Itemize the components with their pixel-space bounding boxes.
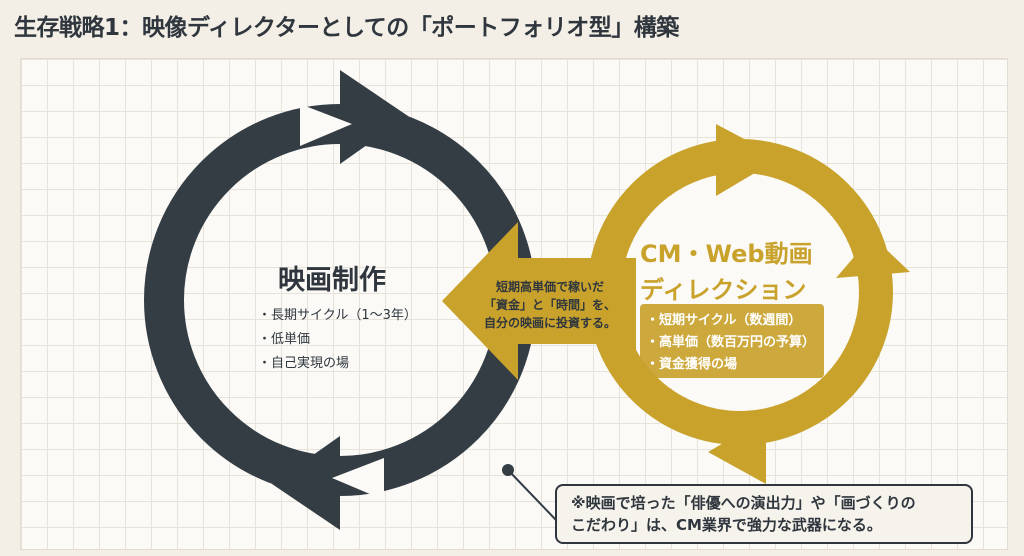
- cm-cycle-item: ・資金獲得の場: [646, 357, 738, 372]
- cm-items-plate: [640, 304, 824, 378]
- film-cycle-arrowhead-bottom-cut: [332, 458, 384, 500]
- flow-arrow-line2: 「資金」と「時間」を、: [483, 298, 616, 312]
- cm-cycle-arrowhead-bottom: [708, 418, 766, 484]
- cm-cycle-item: ・短期サイクル（数週間）: [646, 313, 802, 328]
- film-cycle-item: ・低単価: [258, 332, 311, 347]
- cm-cycle-arrowhead-right: [836, 236, 910, 278]
- film-cycle-list: ・長期サイクル（1〜3年） ・低単価 ・自己実現の場: [258, 304, 417, 376]
- cm-cycle-title-line1: CM・Web動画: [640, 240, 813, 268]
- film-cycle-arrowhead-bottom: [272, 436, 340, 530]
- film-cycle-arrowhead-top-left: [300, 104, 352, 146]
- note-box: ※映画で培った「俳優への演出力」や「画づくりの こだわり」は、CM業界で強力な武…: [555, 484, 973, 544]
- flow-arrow-text: 短期高単価で稼いだ 「資金」と「時間」を、 自分の映画に投資する。: [472, 278, 628, 332]
- note-line1: ※映画で培った「俳優への演出力」や「画づくりの: [571, 494, 916, 512]
- page-title: 生存戦略1：映像ディレクターとしての「ポートフォリオ型」構築: [14, 15, 679, 41]
- cm-cycle-title-line2: ディレクション: [640, 276, 807, 304]
- cm-cycle-list: ・短期サイクル（数週間） ・高単価（数百万円の予算） ・資金獲得の場: [646, 310, 815, 376]
- flow-arrow-line1: 短期高単価で稼いだ: [495, 280, 604, 294]
- cm-cycle-title: CM・Web動画 ディレクション: [640, 236, 813, 308]
- note-line2: こだわり」は、CM業界で強力な武器になる。: [571, 516, 882, 534]
- film-cycle-item: ・自己実現の場: [258, 356, 350, 371]
- flow-arrow: [442, 222, 636, 380]
- cm-cycle-item: ・高単価（数百万円の予算）: [646, 335, 816, 350]
- film-cycle-arrowhead-top: [340, 70, 408, 164]
- note-connector-line: [507, 469, 557, 521]
- film-cycle-title: 映画制作: [278, 265, 386, 296]
- film-cycle-item: ・長期サイクル（1〜3年）: [258, 308, 417, 323]
- cm-cycle-arrowhead-top: [716, 124, 780, 196]
- flow-arrow-line3: 自分の映画に投資する。: [483, 316, 616, 330]
